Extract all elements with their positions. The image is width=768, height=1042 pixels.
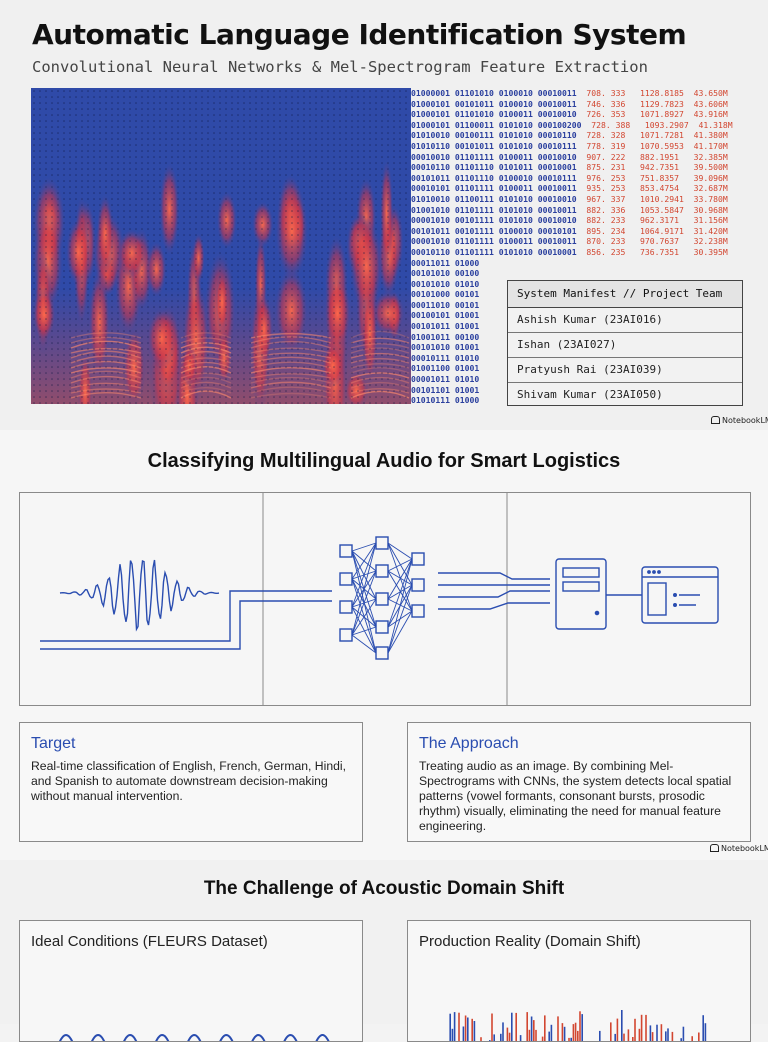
slide-title: Classifying Multilingual Audio for Smart… <box>147 450 621 472</box>
panel-title: Ideal Conditions (FLEURS Dataset) <box>31 933 268 950</box>
binary-row: 00001011 01010 <box>411 374 480 385</box>
binary-row: 01000001 01101010 0100010 00010011 708. … <box>411 88 728 98</box>
approach-card: The Approach Treating audio as an image.… <box>407 722 751 842</box>
binary-row: 01001100 01001 <box>411 363 480 374</box>
binary-row: 00100101 01001 <box>411 310 480 321</box>
domain-shift-slide: The Challenge of Acoustic Domain Shift I… <box>0 860 768 1042</box>
binary-row: 01000101 00101011 0100010 00010011 746. … <box>411 98 728 109</box>
target-heading: Target <box>31 735 76 752</box>
binary-row: 00011011 01000 <box>411 257 480 268</box>
server-icon <box>555 558 607 630</box>
binary-row: 01010010 01100111 0101010 00010010 967. … <box>411 193 728 204</box>
binary-row: 00101011 01101110 0100010 00010111 976. … <box>411 172 728 183</box>
notebooklm-watermark: NotebookLM <box>710 844 768 853</box>
binary-row: 00101010 00100 <box>411 268 480 279</box>
overview-slide: Classifying Multilingual Audio for Smart… <box>0 430 768 860</box>
binary-row: 01001011 00100 <box>411 331 480 342</box>
binary-row: 00010010 01101111 0100011 00010010 907. … <box>411 151 728 162</box>
target-card: Target Real-time classification of Engli… <box>19 722 363 842</box>
binary-row: 00010101 01101111 0100011 00010011 935. … <box>411 183 728 194</box>
binary-row: 00101010 01010 <box>411 278 480 289</box>
binary-row: 00001010 01101111 0100011 00010011 870. … <box>411 236 728 247</box>
binary-row: 01001010 01101111 0101010 00010011 882. … <box>411 204 728 215</box>
application-window-icon <box>641 566 719 624</box>
approach-text: Treating audio as an image. By combining… <box>419 759 732 833</box>
binary-row: 00001010 00101111 0101010 00010010 882. … <box>411 215 728 226</box>
team-member: Ashish Kumar (23AI016) <box>508 308 742 333</box>
team-member: Shivam Kumar (23AI050) <box>517 388 663 401</box>
binary-row: 00101011 01001 <box>411 321 480 332</box>
binary-row: 01010111 01000 <box>411 395 480 404</box>
binary-row: 01000101 01100011 0101010 000100200 728.… <box>411 119 733 130</box>
team-member: Pratyush Rai (23AI039) <box>508 358 742 383</box>
notebooklm-watermark: NotebookLM <box>711 416 768 425</box>
binary-row: 00101010 01001 <box>411 342 480 353</box>
binary-row: 00010110 01101111 0101010 00010001 856. … <box>411 246 728 257</box>
binary-row: 00101101 01001 <box>411 384 480 395</box>
pipeline-diagram <box>19 492 751 706</box>
target-text: Real-time classification of English, Fre… <box>31 759 346 803</box>
page-title: Automatic Language Identification System <box>32 18 687 51</box>
notebooklm-logo-icon <box>711 416 720 424</box>
project-team-manifest: System Manifest // Project Team Ashish K… <box>507 280 743 406</box>
binary-row: 00101000 00101 <box>411 289 480 300</box>
binary-row: 01010010 00100111 0101010 00010110 728. … <box>411 130 728 141</box>
team-member: Ishan (23AI027) <box>508 333 742 358</box>
page-subtitle: Convolutional Neural Networks & Mel-Spec… <box>32 58 648 76</box>
waveform-icon <box>59 559 220 632</box>
binary-row: 01010110 00101011 0101010 00010111 778. … <box>411 140 728 151</box>
binary-row: 00010110 01101110 0101011 00010001 875. … <box>411 162 728 173</box>
neural-network-icon <box>339 536 425 660</box>
title-slide: Automatic Language Identification System… <box>0 0 768 430</box>
panel-title: Production Reality (Domain Shift) <box>419 933 641 950</box>
approach-heading: The Approach <box>419 735 519 752</box>
noisy-waveform-icon <box>449 1010 707 1041</box>
slide-title: The Challenge of Acoustic Domain Shift <box>203 878 565 899</box>
mel-spectrogram-image <box>31 88 411 404</box>
binary-row: 01000101 01101010 0100011 00010010 726. … <box>411 109 728 120</box>
binary-row: 00010111 01010 <box>411 352 480 363</box>
manifest-header: System Manifest // Project Team <box>508 281 742 308</box>
clean-waveform-icon <box>58 1033 330 1041</box>
binary-row: 00011010 00101 <box>411 299 480 310</box>
binary-row: 00101011 00101111 0100010 00010101 895. … <box>411 225 728 236</box>
notebooklm-logo-icon <box>710 844 719 852</box>
